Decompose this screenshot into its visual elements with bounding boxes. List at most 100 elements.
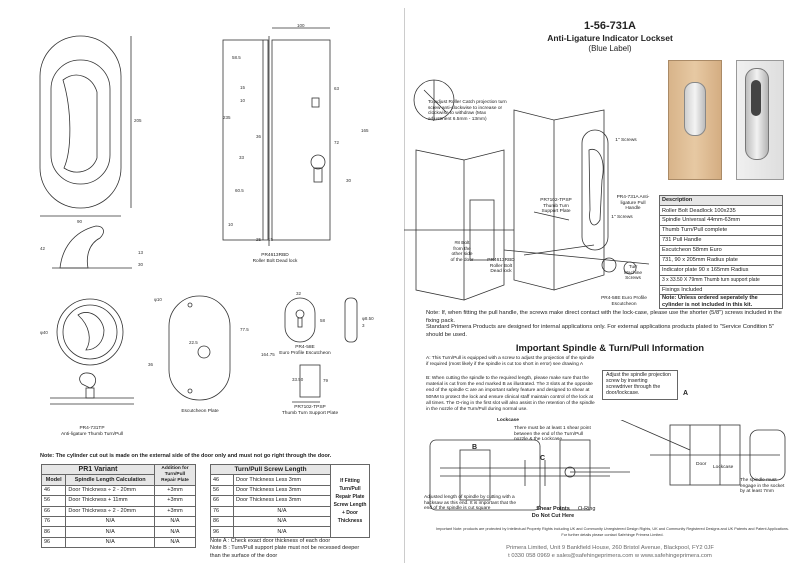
at-least-label: There must be at least 1 shear point bet…	[514, 426, 591, 443]
cell: 96	[210, 526, 234, 538]
dim-72: 72	[334, 140, 340, 145]
note-pull-handle: Note: If, when fitting the pull handle, …	[426, 310, 782, 324]
spec-item: Indicator plate 90 x 165mm Radius	[659, 264, 783, 276]
spindle-para-b: B: When cutting the spindle to the requi…	[426, 376, 595, 413]
label-c: C	[540, 455, 546, 462]
table-row: Fixings Included	[659, 284, 783, 296]
dim-79: 79	[323, 378, 329, 383]
dim-36: 36	[256, 134, 262, 139]
cell: Door Thickness + 11mm	[65, 495, 155, 507]
dim-77-5: 77.5	[240, 327, 249, 332]
cell: N/A	[65, 526, 155, 538]
cell: 86	[40, 526, 67, 538]
product-photo-indicator	[751, 80, 761, 116]
label-a: A	[683, 390, 689, 397]
dim-33: 33	[239, 155, 245, 160]
spindle-title: Important Spindle & Turn/Pull Informatio…	[515, 343, 705, 354]
dim-22-5: 22.5	[189, 340, 198, 345]
product-photo-handle	[684, 82, 706, 136]
cell: Door Thickness Less 3mm	[233, 474, 331, 486]
spec-item: 3 x 33.50 X 79mm Thumb turn support plat…	[659, 274, 783, 286]
cell: 56	[40, 495, 67, 507]
callout-euro: PR4-58E Euro Profile Escutcheon	[601, 296, 647, 307]
table-row: Escutcheon 58mm Euro	[659, 244, 783, 256]
cell: N/A	[65, 515, 155, 528]
callout-adjust: To adjust Roller Catch projection turn s…	[428, 100, 507, 122]
dim-36b: 36	[148, 362, 154, 367]
note-cylinder: Note: The cylinder cut out is made on th…	[40, 453, 332, 459]
euro-label: Euro Profile Escutcheon	[279, 351, 331, 356]
header: 1-56-731A Anti-Ligature Indicator Lockse…	[420, 20, 800, 53]
pull-label: Anti-ligature Thumb Turn/Pull	[60, 432, 124, 437]
table-row: Indicator plate 90 x 165mm Radius	[659, 264, 783, 276]
cell: +3mm	[154, 484, 196, 497]
cell: N/A	[154, 536, 196, 549]
spec-item: Fixings Included	[659, 284, 783, 296]
dim-phi8-5: φ8.50	[362, 316, 374, 321]
screw-extra-header: If Fitting Turn/Pull Repair Plate Screw …	[330, 464, 370, 538]
dim-33-5: 33.50	[292, 377, 304, 382]
table-row: Roller Bolt Deadlock 100x235	[659, 205, 783, 217]
dim-3: 3	[362, 323, 365, 328]
cell: +3mm	[154, 495, 196, 507]
page-subtitle: (Blue Label)	[588, 44, 632, 53]
important-note: Important Note: products are protected b…	[436, 527, 789, 531]
dim-60-5: 60.5	[235, 188, 244, 193]
spindle-diagram	[429, 420, 786, 511]
adjust-box: Adjust the spindle projection screw by i…	[602, 370, 678, 400]
page-title: Anti-Ligature Indicator Lockset	[547, 33, 673, 43]
pull-code: PR4-731TP	[79, 426, 105, 431]
table-row: 731 Pull Handle	[659, 235, 783, 246]
note-a: Note A : Check exact door thickness of e…	[210, 538, 331, 544]
lockcase-label: Lockcase	[497, 418, 519, 423]
callout-machine-screws: Turr Machine Screws	[623, 265, 643, 282]
screw-table: Turn/Pull Screw Length If Fitting Turn/P…	[210, 463, 370, 538]
footer-address: Primera Limited, Unit 9 Bankfield House,…	[506, 545, 714, 551]
callout-screws-1: 1" Screws	[615, 138, 637, 143]
page-divider	[404, 8, 405, 563]
lock-body	[271, 39, 331, 241]
door-label: Door	[696, 462, 707, 467]
ts-code: PR7102-TPSP	[294, 405, 326, 410]
cell: 56	[210, 484, 234, 497]
notes-ab: Note A : Check exact door thickness of e…	[210, 538, 370, 560]
spec-note: Note: Unless ordered seperately the cyli…	[659, 294, 783, 310]
note-b: Note B : Turn/Pull support plate must no…	[210, 545, 360, 559]
cell: Door Thickness ÷ 2 - 20mm	[65, 484, 155, 497]
dim-phi10: φ10	[154, 297, 162, 302]
cell: N/A	[233, 505, 331, 517]
dim-32: 32	[296, 291, 302, 296]
footer-contact: t 0330 058 0969 e sales@safehingeprimera…	[508, 553, 712, 559]
dim-phi40: φ40	[40, 330, 48, 335]
spec-item: Escutcheon 58mm Euro	[659, 244, 783, 256]
variant-col-calc: Spindle Length Calculation	[65, 474, 155, 486]
plate-label: Escutcheon Plate	[181, 409, 219, 414]
cell: Door Thickness Less 3mm	[233, 495, 331, 507]
spec-item: 731 Pull Handle	[659, 235, 783, 246]
dim-30: 30	[138, 262, 144, 267]
adjusted-length-label: Adjusted length of spindle by cutting wi…	[424, 495, 516, 512]
lock-label: Roller Bolt Dead lock	[252, 259, 298, 264]
ts-label: Thumb Turn Support Plate	[281, 411, 339, 416]
dim-58: 58	[320, 318, 326, 323]
cell: 96	[40, 536, 67, 549]
callout-screws-2: 1" Screws	[611, 215, 633, 220]
cell: N/A	[233, 526, 331, 538]
dim-164-75: 164.75	[261, 352, 275, 357]
cell: 76	[210, 505, 234, 517]
screw-title: Turn/Pull Screw Length	[210, 463, 331, 476]
cell: N/A	[154, 515, 196, 528]
cell: 66	[210, 495, 234, 507]
dim-42: 42	[40, 246, 46, 251]
dim-205: 205	[134, 118, 142, 123]
euro-code: PR4-58E	[295, 345, 315, 350]
product-code: 1-56-731A	[584, 20, 636, 32]
dim-13: 13	[138, 250, 144, 255]
cell: 46	[210, 474, 234, 486]
table-row: Note: Unless ordered seperately the cyli…	[659, 294, 783, 310]
label-b: B	[472, 444, 478, 451]
